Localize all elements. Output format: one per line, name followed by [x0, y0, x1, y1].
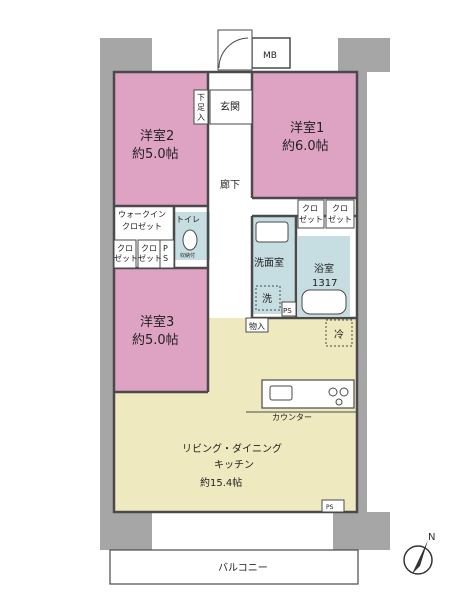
bathtub — [301, 289, 347, 315]
ldk-label-line1: リビング・ダイニング — [182, 442, 282, 455]
entrance-door-swing — [218, 37, 249, 69]
bedroom2-name: 洋室2 — [140, 128, 174, 144]
ps3-label: PS — [326, 504, 334, 511]
entrance-label: 玄関 — [220, 100, 240, 113]
mb-box — [251, 37, 291, 69]
storage-label: 物入 — [249, 321, 265, 331]
toilet-fixture — [182, 229, 198, 251]
shoe-box — [193, 89, 209, 125]
counter-label: カウンター — [272, 413, 312, 422]
balcony-outline — [109, 549, 359, 585]
closet-b3-a-label-2: ゼット — [114, 253, 138, 263]
ps2-label: PS — [283, 307, 292, 315]
fridge-space — [325, 319, 353, 347]
washroom-label: 洗面室 — [254, 256, 284, 269]
closet-b1-left-label-2: ゼット — [299, 214, 323, 224]
bedroom1-area — [252, 72, 357, 198]
entrance-area — [209, 89, 253, 125]
stove-burner-3 — [335, 398, 343, 406]
walk-in-label-a: ウォークイン — [118, 210, 166, 219]
fridge-label: 冷 — [334, 328, 344, 341]
ps-label-b: S — [163, 254, 168, 263]
stove-burner-2 — [339, 387, 349, 397]
structure-column-top-right — [338, 38, 390, 72]
ldk-size: 約15.4帖 — [200, 476, 242, 489]
shoe-box-label-a: 下 — [197, 93, 205, 102]
bedroom3-size: 約5.0帖 — [132, 333, 179, 348]
north-arrow-icon: N — [403, 532, 435, 575]
closet-area-1 — [114, 206, 174, 234]
ps-label-a: P — [163, 244, 168, 253]
ps3-box — [321, 499, 345, 513]
washer-space — [255, 285, 281, 311]
structure-column-bottom-left — [100, 512, 152, 550]
closet-b1-right — [325, 199, 355, 229]
structure-column-bottom-right — [333, 512, 390, 550]
closet-b3-b-label-1: クロ — [141, 244, 157, 253]
bedroom2-area — [114, 72, 208, 206]
ps2-box — [281, 301, 297, 317]
bedroom1-name: 洋室1 — [290, 120, 324, 136]
washbasin — [255, 221, 289, 243]
shoe-box-label-c: 入 — [197, 113, 205, 122]
bedroom2-size: 約5.0帖 — [132, 147, 179, 162]
ldk-label-line2: キッチン — [214, 459, 254, 471]
bedroom1-size: 約6.0帖 — [282, 139, 329, 154]
hallway-label: 廊下 — [220, 178, 240, 191]
toilet-small-label: 収納付 — [180, 252, 195, 259]
ps-box-a — [159, 239, 175, 269]
mb-label: MB — [263, 51, 277, 61]
stove-burner-1 — [328, 387, 338, 397]
storage-box — [245, 317, 269, 333]
closet-b1-right-label-1: クロ — [332, 204, 348, 213]
structure-wall-left — [100, 38, 114, 550]
toilet-label: トイレ — [176, 215, 200, 224]
structure-wall-right — [357, 72, 367, 512]
closet-b3-b-label-2: ゼット — [138, 253, 162, 263]
closet-b1-left — [297, 199, 325, 229]
walls — [112, 70, 359, 514]
closet-b3-a-label-1: クロ — [117, 244, 133, 253]
bedroom3-overlay — [114, 268, 208, 392]
shoe-box-label-b: 足 — [197, 103, 205, 112]
closet-b1-left-label-1: クロ — [302, 204, 318, 213]
balcony-label: バルコニー — [218, 562, 268, 574]
closet-b3-a — [113, 239, 137, 269]
walk-in-label-b: クロゼット — [122, 221, 162, 231]
bath-size-label: 1317 — [312, 278, 337, 289]
bathroom-label: 浴室 — [314, 262, 334, 275]
entrance-door-frame — [217, 29, 253, 71]
svg-text:N: N — [428, 532, 435, 543]
kitchen-sink — [269, 385, 293, 401]
washer-label: 洗 — [262, 293, 272, 305]
bedroom3-name: 洋室3 — [140, 314, 174, 330]
closet-b1-right-label-2: ゼット — [328, 214, 352, 224]
